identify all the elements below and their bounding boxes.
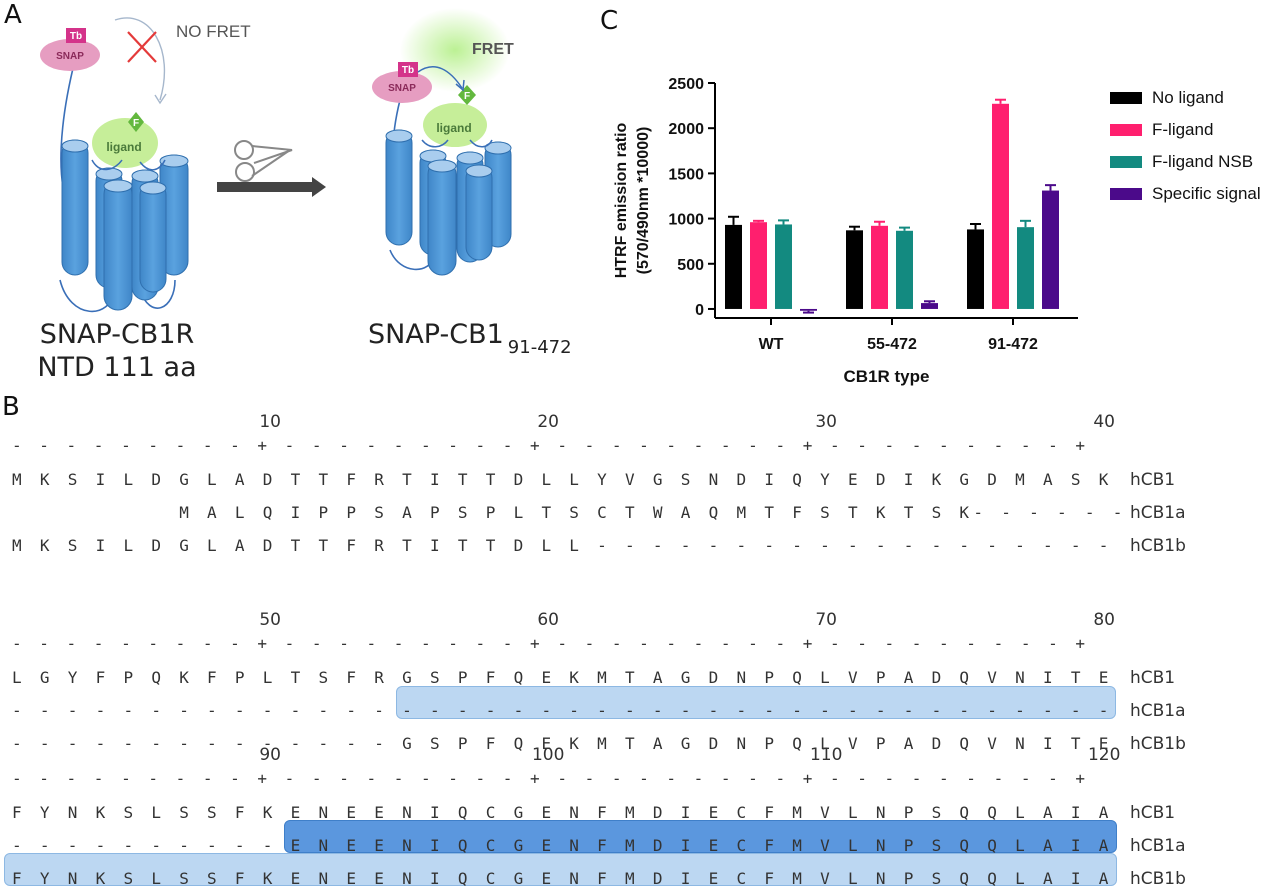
x-tick-label: 91-472 (988, 336, 1038, 353)
y-axis-title-line2: (570/490nm *10000) (635, 127, 652, 275)
scissors-icon (234, 140, 293, 182)
no-fret-label: NO FRET (176, 22, 251, 41)
position-number: 60 (537, 610, 559, 630)
left-receptor (59, 59, 189, 313)
position-number: 10 (259, 412, 281, 432)
left-caption: SNAP-CB1R NTD 111 aa (12, 318, 222, 384)
legend-label: F-ligand NSB (1152, 152, 1254, 171)
x-axis-title: CB1R type (844, 367, 930, 386)
chart-legend: No ligand F-ligand F-ligand NSB Specific… (1110, 82, 1261, 210)
legend-item-f-ligand: F-ligand (1110, 114, 1261, 146)
ligand-label-right: ligand (436, 121, 471, 135)
right-caption-main: SNAP-CB1 (368, 319, 504, 350)
bar-3-0 (800, 308, 817, 311)
legend-item-no-ligand: No ligand (1110, 82, 1261, 114)
sequence-row-hCB1a: M A L Q I P P S A P S P L T S C T W A Q … (12, 503, 1127, 522)
y-tick-label: 0 (695, 302, 704, 319)
fret-label: FRET (472, 41, 514, 58)
sequence-row-hCB1b: - - - - - - - - - - - - - - G S P F Q E … (12, 734, 1113, 753)
bar-0-2 (967, 229, 984, 309)
bar-0-1 (846, 230, 863, 309)
sequence-name-hCB1: hCB1 (1130, 470, 1176, 490)
hcb1b-highlight-block2 (396, 686, 1116, 719)
y-axis-title-line1: HTRF emission ratio (613, 122, 630, 278)
ligand-label-left: ligand (106, 140, 141, 154)
bar-3-1 (921, 303, 938, 309)
panel-b-label: B (2, 392, 20, 422)
arrow-icon (217, 177, 326, 197)
hcb1a-highlight-block3 (284, 820, 1117, 853)
position-ruler: - - - - - - - - - + - - - - - - - - - + … (12, 769, 1089, 788)
legend-item-f-ligand-nsb: F-ligand NSB (1110, 146, 1261, 178)
hcb1b-highlight-block3 (4, 853, 1117, 886)
bar-1-1 (871, 225, 888, 309)
snap-label-right: SNAP (388, 83, 416, 94)
position-number: 20 (537, 412, 559, 432)
sequence-name-hCB1b: hCB1b (1130, 536, 1186, 556)
position-number: 80 (1093, 610, 1115, 630)
position-ruler: - - - - - - - - - + - - - - - - - - - + … (12, 634, 1089, 653)
y-tick-label: 2000 (668, 121, 704, 138)
sequence-name-hCB1b: hCB1b (1130, 734, 1186, 754)
receptor-diagram: Tb SNAP F ligand NO FRET (40, 8, 514, 313)
sequence-name-hCB1a: hCB1a (1130, 701, 1186, 721)
sequence-name-hCB1a: hCB1a (1130, 503, 1186, 523)
sequence-name-hCB1: hCB1 (1130, 668, 1176, 688)
position-number: 100 (531, 745, 565, 765)
bar-1-0 (750, 222, 767, 309)
legend-item-specific-signal: Specific signal (1110, 178, 1261, 210)
sequence-row-hCB1: F Y N K S L S S F K E N E E N I Q C G E … (12, 803, 1113, 822)
f-label-left: F (133, 118, 139, 129)
sequence-row-hCB1b: F Y N K S L S S F K E N E E N I Q C G E … (12, 869, 1113, 888)
position-number: 120 (1087, 745, 1121, 765)
y-tick-label: 500 (677, 257, 704, 274)
sequence-name-hCB1b: hCB1b (1130, 869, 1186, 889)
y-tick-label: 1500 (668, 166, 704, 183)
position-number: 110 (809, 745, 843, 765)
position-number: 90 (259, 745, 281, 765)
x-tick-label: 55-472 (867, 336, 917, 353)
f-label-right: F (464, 91, 470, 102)
sequence-row-hCB1a: - - - - - - - - - - E N E E N I Q C G E … (12, 836, 1113, 855)
sequence-name-hCB1a: hCB1a (1130, 836, 1186, 856)
left-caption-line1: SNAP-CB1R (39, 319, 195, 350)
y-tick-label: 1000 (668, 212, 704, 229)
y-tick-label: 2500 (668, 76, 704, 93)
bar-2-0 (775, 224, 792, 309)
position-ruler: - - - - - - - - - + - - - - - - - - - + … (12, 436, 1089, 455)
legend-label: No ligand (1152, 88, 1224, 107)
legend-label: F-ligand (1152, 120, 1214, 139)
sequence-row-hCB1a: - - - - - - - - - - - - - - - - - - - - … (12, 701, 1113, 720)
position-number: 30 (815, 412, 837, 432)
cross-icon (127, 31, 157, 63)
sequence-row-hCB1: L G Y F P Q K F P L T S F R G S P F Q E … (12, 668, 1113, 687)
bar-2-1 (896, 230, 913, 309)
right-receptor: Tb SNAP F ligand FRET (372, 8, 514, 276)
snap-label-left: SNAP (56, 51, 84, 62)
position-number: 70 (815, 610, 837, 630)
bar-3-2 (1042, 190, 1059, 309)
bar-0-0 (725, 224, 742, 309)
bar-1-2 (992, 103, 1009, 309)
sequence-row-hCB1b: M K S I L D G L A D T T F R T I T T D L … (12, 536, 1113, 555)
left-caption-line2: NTD 111 aa (37, 352, 197, 383)
panel-a-label: A (4, 0, 22, 30)
legend-label: Specific signal (1152, 184, 1261, 203)
tb-label-right: Tb (402, 65, 414, 76)
panel-c-label: C (600, 6, 619, 36)
right-caption-sub: 91-472 (507, 337, 572, 358)
x-tick-label: WT (759, 336, 784, 353)
tb-label-left: Tb (70, 31, 82, 42)
bar-2-2 (1017, 227, 1034, 309)
position-number: 50 (259, 610, 281, 630)
position-number: 40 (1093, 412, 1115, 432)
sequence-row-hCB1: M K S I L D G L A D T T F R T I T T D L … (12, 470, 1113, 489)
sequence-name-hCB1: hCB1 (1130, 803, 1176, 823)
